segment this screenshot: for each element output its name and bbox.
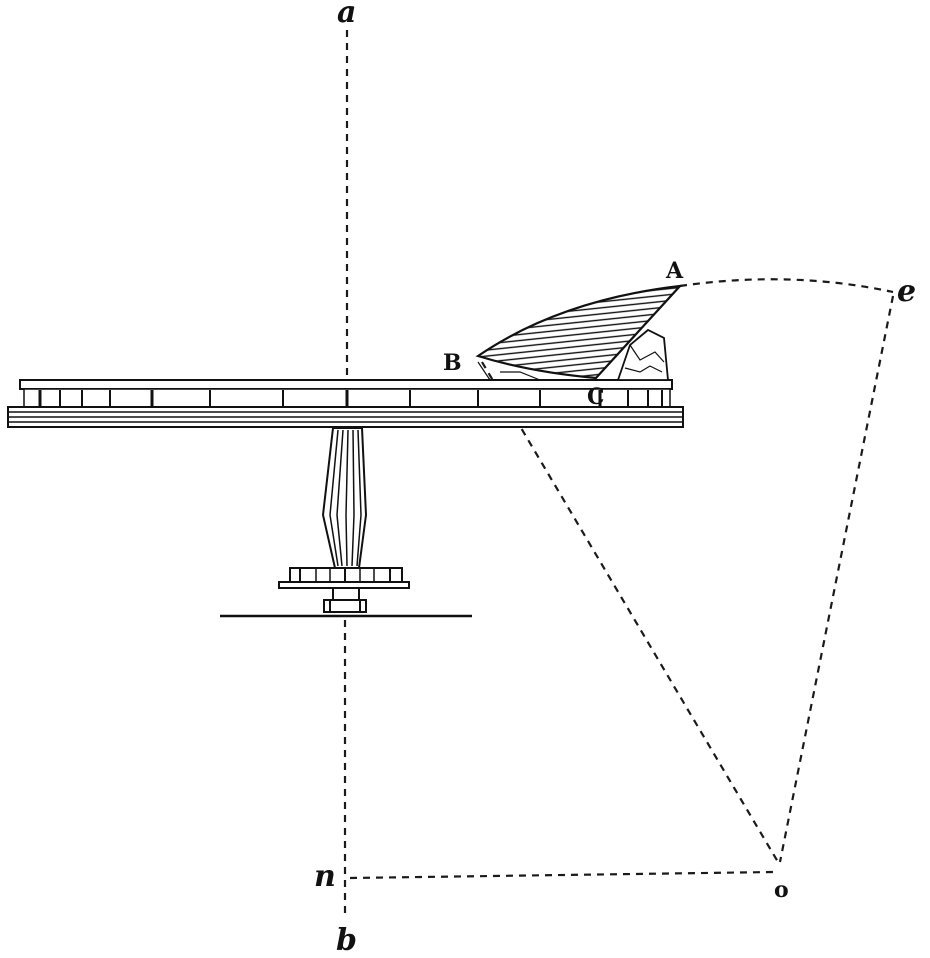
- turntable-base-plate: [7, 406, 684, 428]
- turntable-rim: [23, 388, 671, 408]
- label-A: A: [665, 258, 684, 284]
- label-e: e: [897, 274, 916, 309]
- stand-foot: [278, 567, 410, 613]
- rock-support: [477, 328, 669, 381]
- label-B: B: [443, 350, 462, 376]
- arc-A-e: [679, 278, 894, 294]
- label-b: b: [336, 923, 357, 958]
- label-n: n: [314, 859, 336, 894]
- line-n-o: [349, 870, 776, 880]
- label-C: C: [587, 384, 605, 410]
- turntable-top-plate: [19, 379, 673, 390]
- label-o: o: [774, 877, 789, 903]
- stand-column: [321, 427, 368, 569]
- label-a: a: [337, 0, 356, 30]
- line-e-o: [778, 295, 895, 863]
- specimen-segment: [475, 284, 683, 380]
- line-B-o: [481, 361, 779, 863]
